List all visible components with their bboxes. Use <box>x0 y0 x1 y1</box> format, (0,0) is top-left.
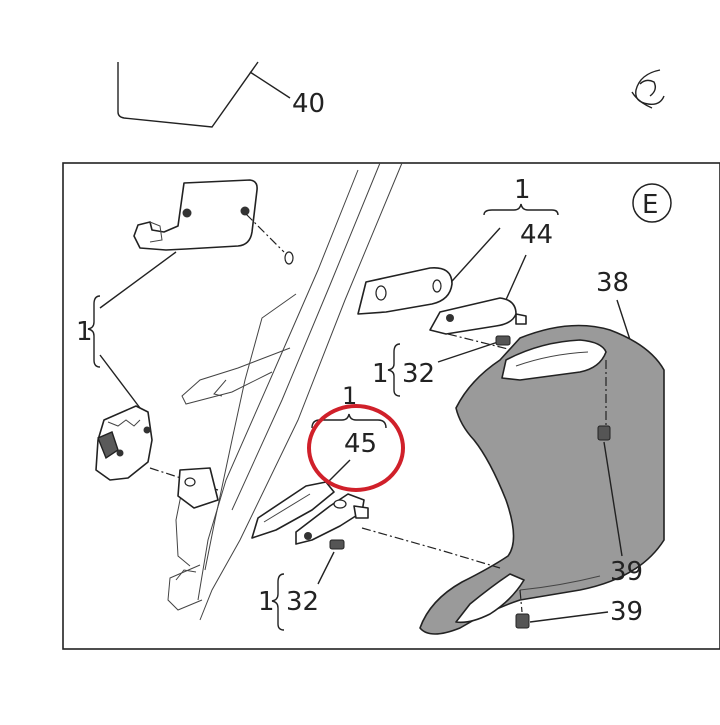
part-44-plate-a <box>357 267 453 315</box>
screw-39b <box>515 613 530 629</box>
brace-32a <box>387 343 401 397</box>
spring-clip-part <box>631 69 665 109</box>
screw-39a <box>597 425 611 441</box>
screw-32a <box>495 335 511 346</box>
cover-part-38 <box>419 324 665 635</box>
top-bracket-part <box>117 61 259 128</box>
screw-32b <box>329 539 345 550</box>
leader-40 <box>249 71 291 99</box>
label-39b[interactable]: 39 <box>610 597 643 627</box>
part-45-bracket <box>251 481 501 569</box>
label-44[interactable]: 44 <box>520 220 553 250</box>
label-1-top[interactable]: 1 <box>514 175 531 205</box>
leader-32b <box>317 551 335 585</box>
label-1-32a-group[interactable]: 1 <box>372 359 389 389</box>
leader-1-left-b <box>99 354 141 409</box>
section-letter[interactable]: E <box>642 190 658 220</box>
label-1-45-group[interactable]: 1 <box>342 382 357 410</box>
lower-left-latch <box>95 405 219 491</box>
label-1-left[interactable]: 1 <box>76 317 93 347</box>
label-32a[interactable]: 32 <box>402 359 435 389</box>
upper-left-bracket <box>133 179 294 265</box>
label-39a[interactable]: 39 <box>610 557 643 587</box>
brace-32b <box>271 573 285 631</box>
leader-39a <box>603 441 623 557</box>
label-1-32b-group[interactable]: 1 <box>258 587 275 617</box>
leader-32a <box>437 341 499 363</box>
label-32b[interactable]: 32 <box>286 587 319 617</box>
leader-44-a <box>443 227 501 291</box>
leader-44-b <box>504 254 527 303</box>
section-badge: E <box>632 183 672 223</box>
label-45[interactable]: 45 <box>344 429 377 459</box>
brace-45 <box>311 413 387 429</box>
brace-top <box>483 203 559 216</box>
leader-1-left-a <box>99 251 177 309</box>
label-38[interactable]: 38 <box>596 268 629 298</box>
label-40[interactable]: 40 <box>292 89 325 119</box>
leader-39b <box>529 611 609 623</box>
brace-left <box>87 295 101 368</box>
highlight-circle-45 <box>307 404 405 492</box>
section-frame <box>62 162 720 650</box>
center-clip <box>177 467 219 509</box>
